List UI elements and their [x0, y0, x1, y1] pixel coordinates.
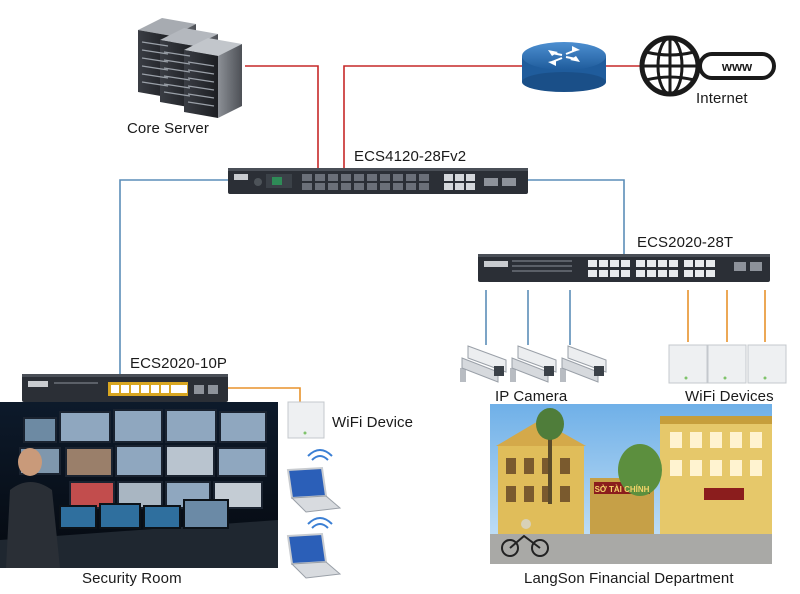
building-sign-label: SỞ TÀI CHÍNH [595, 485, 650, 494]
wifi-devices-label: WiFi Devices [685, 388, 774, 405]
left-switch-label: ECS2020-10P [130, 355, 227, 372]
core-switch-label: ECS4120-28Fv2 [354, 148, 467, 165]
ip-camera-label: IP Camera [495, 388, 568, 405]
link-core-to-10p [119, 179, 230, 374]
www-label: www [721, 59, 753, 74]
link-router-to-core [343, 65, 522, 168]
laptop-wifi-icon [286, 449, 342, 513]
wifi-device-label: WiFi Device [332, 414, 414, 431]
wifi-access-point-icon [668, 344, 708, 384]
financial-dept-label: LangSon Financial Department [524, 570, 734, 587]
laptop-wifi-icon [286, 517, 342, 579]
link-server-to-core [245, 65, 319, 168]
core-switch-ecs4120 [228, 168, 528, 194]
ip-camera-icon [510, 345, 557, 383]
link-10p-to-ap [226, 387, 301, 402]
wifi-access-point-icon [287, 401, 325, 439]
financial-department-photo [490, 404, 772, 564]
internet-label: Internet [696, 90, 748, 107]
access-switch-ecs2020-10p [22, 374, 228, 402]
wifi-access-point-icon [707, 344, 747, 384]
uplink-lines [119, 65, 766, 402]
router-icon [522, 42, 606, 92]
link-core-to-28t [526, 179, 625, 256]
security-room-label: Security Room [82, 570, 182, 587]
security-room-photo [0, 402, 278, 568]
right-switch-label: ECS2020-28T [637, 234, 734, 251]
wifi-access-point-icon [747, 344, 787, 384]
ip-camera-icon [560, 345, 607, 383]
server-rack-icon [138, 18, 242, 118]
access-switch-ecs2020-28t [478, 254, 770, 282]
ip-camera-icon [460, 345, 507, 383]
core-server-label: Core Server [127, 120, 209, 137]
globe-icon [639, 35, 776, 97]
